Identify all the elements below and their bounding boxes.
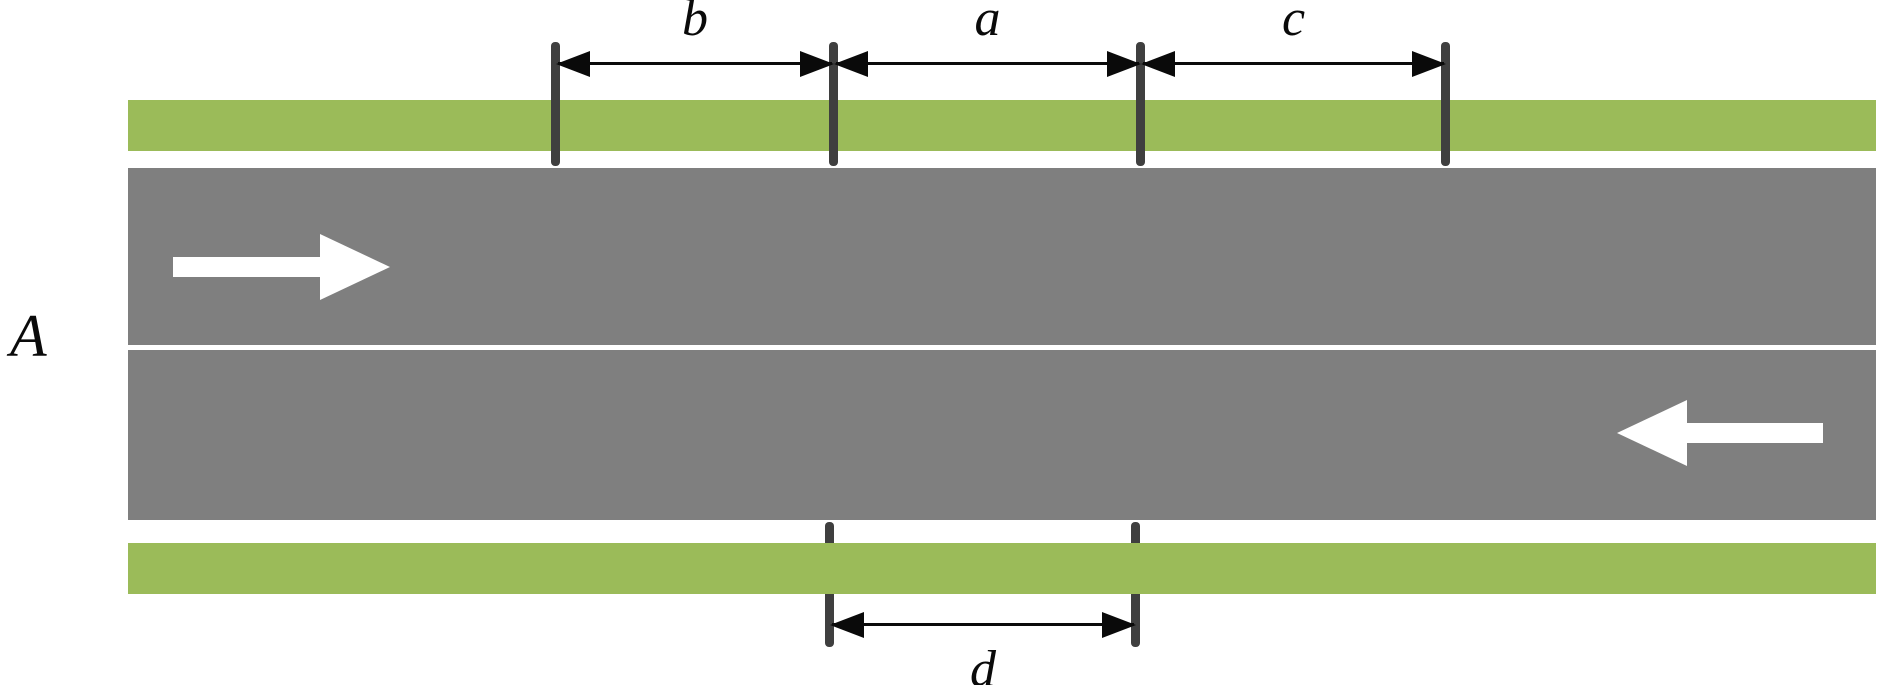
dimension-a: a <box>834 0 1141 77</box>
roadside-verge-bottom <box>128 543 1876 594</box>
dimension-d-label: d <box>970 641 996 685</box>
point-a-label: A <box>10 303 47 369</box>
dimension-arrowhead-left <box>830 612 864 638</box>
tick-mark-top-1 <box>551 42 560 166</box>
dimension-line <box>558 62 832 65</box>
dimension-arrowhead-left <box>834 51 868 77</box>
dimension-a-label: a <box>974 0 1001 47</box>
dimension-arrowhead-left <box>1141 51 1175 77</box>
dimension-d: d <box>830 612 1136 685</box>
arrow-shaft <box>173 257 327 277</box>
dimension-line <box>1143 62 1444 65</box>
dimension-line <box>836 62 1139 65</box>
dimension-c: c <box>1141 0 1446 77</box>
roadside-verge-top <box>128 100 1876 151</box>
dimension-arrowhead-right <box>1107 51 1141 77</box>
dimension-b: b <box>556 0 834 77</box>
dimension-line <box>832 623 1134 626</box>
tick-mark-top-3 <box>1136 42 1145 166</box>
road-surface <box>128 168 1876 520</box>
dimension-b-label: b <box>682 0 708 47</box>
dimension-arrowhead-right <box>1102 612 1136 638</box>
dimension-arrowhead-right <box>1412 51 1446 77</box>
lane-divider-line <box>128 345 1876 350</box>
tick-mark-top-4 <box>1441 42 1450 166</box>
arrow-head <box>320 234 390 300</box>
dimension-arrowhead-left <box>556 51 590 77</box>
dimension-arrowhead-right <box>800 51 834 77</box>
dimension-c-label: c <box>1281 0 1306 47</box>
arrow-shaft <box>1685 423 1823 443</box>
tick-mark-top-2 <box>829 42 838 166</box>
arrow-head <box>1617 400 1687 466</box>
